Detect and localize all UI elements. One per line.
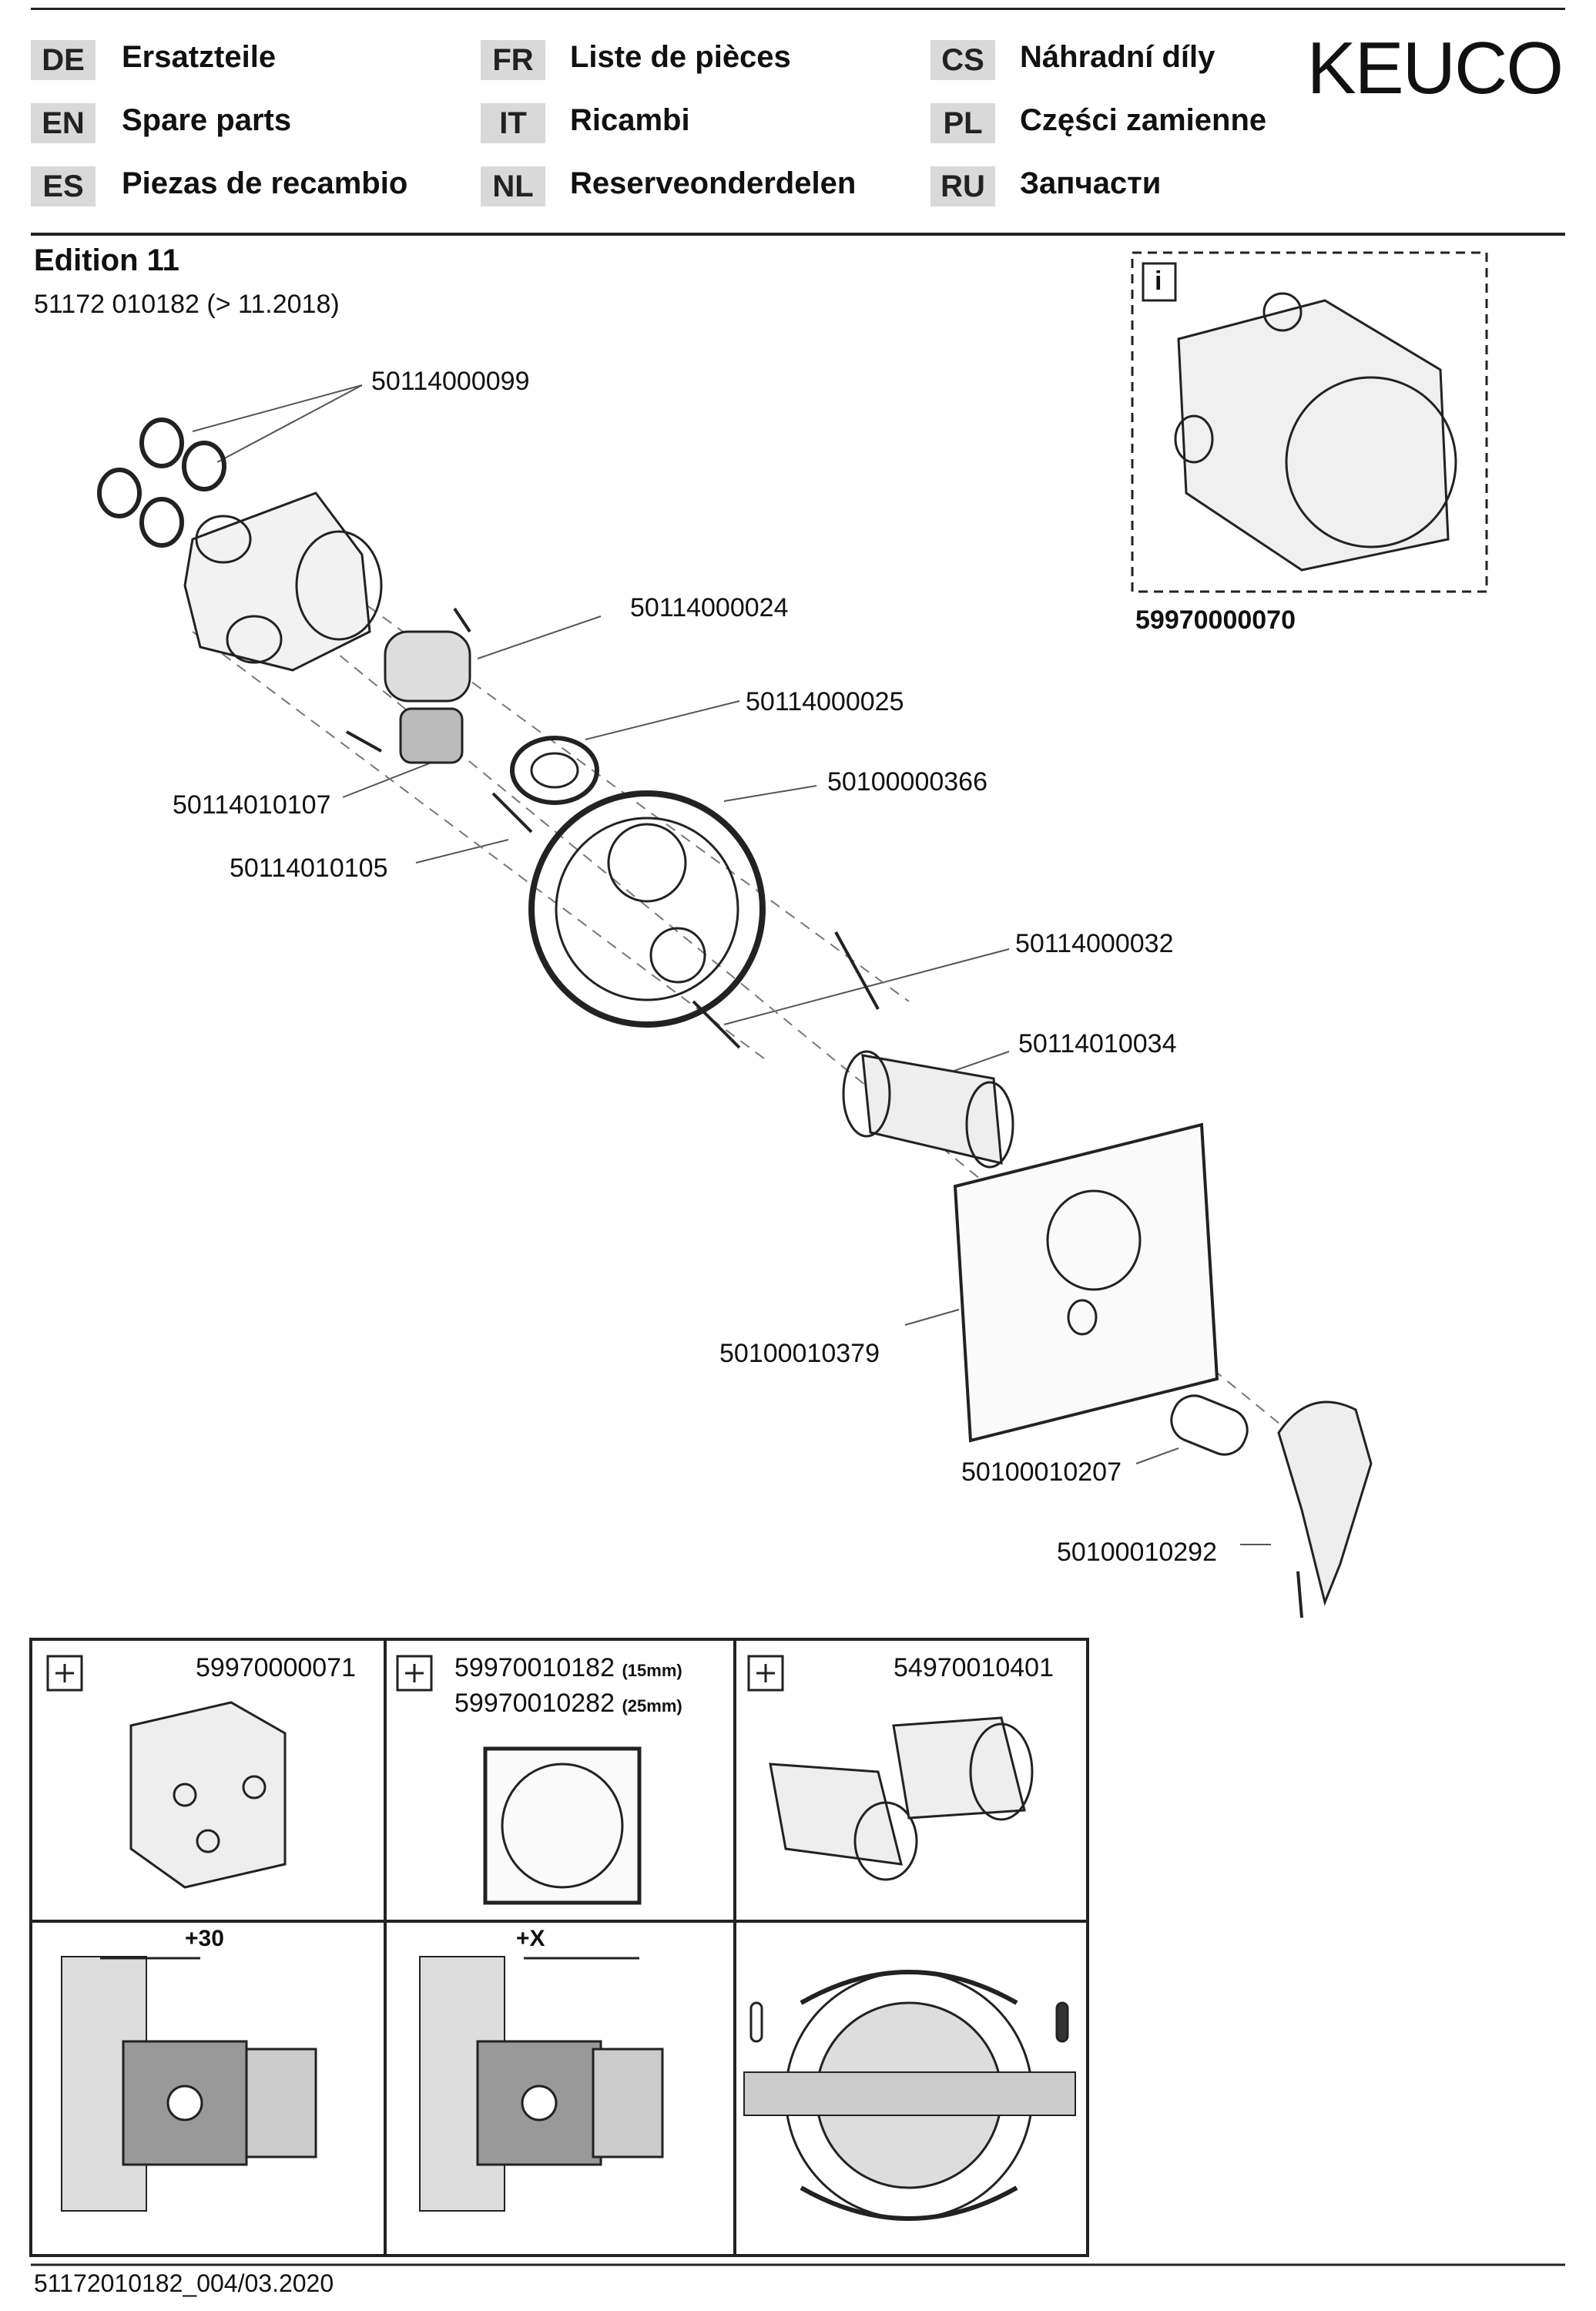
accessory-part-59970010282: 59970010282 (25mm): [454, 1689, 682, 1719]
part-50114000032: 50114000032: [1015, 929, 1174, 958]
part-50100010379: 50100010379: [719, 1339, 880, 1368]
part-50114000024: 50114000024: [630, 593, 789, 622]
lang-code-de: DE: [31, 40, 96, 80]
o-rings: [97, 418, 226, 548]
lang-label-ru: Запчасти: [1020, 166, 1162, 200]
part-50100010292: 50100010292: [1057, 1538, 1218, 1567]
part-59970000070: 59970000070: [1135, 605, 1296, 635]
lang-code-es: ES: [31, 166, 96, 206]
lang-label-es: Piezas de recambio: [122, 166, 408, 200]
lang-label-pl: Części zamienne: [1020, 103, 1267, 137]
part-50114010105: 50114010105: [230, 854, 388, 883]
install-dim-x: +X: [516, 1926, 545, 1951]
lang-code-it: IT: [481, 103, 545, 143]
product-subtitle: 51172 010182 (> 11.2018): [34, 290, 340, 319]
document-footer: 51172010182_004/03.2020: [34, 2269, 334, 2297]
lang-code-nl: NL: [481, 166, 545, 206]
lang-code-ru: RU: [930, 166, 995, 206]
lang-label-de: Ersatzteile: [122, 40, 277, 74]
accessory-part-54970010401: 54970010401: [894, 1653, 1054, 1682]
lang-label-fr: Liste de pièces: [570, 40, 791, 74]
install-dim-30: +30: [185, 1926, 224, 1951]
lang-label-cs: Náhradní díly: [1020, 40, 1215, 74]
lang-code-cs: CS: [930, 40, 995, 80]
info-icon: i: [1155, 267, 1162, 296]
accessory-note-a: (15mm): [622, 1661, 682, 1680]
lang-code-fr: FR: [481, 40, 545, 80]
part-50114010034: 50114010034: [1018, 1029, 1177, 1058]
accessory-note-b: (25mm): [622, 1696, 682, 1716]
brand-logo: KEUCO: [1306, 27, 1564, 109]
mounting-box-illustration: [1174, 292, 1457, 572]
lang-label-it: Ricambi: [570, 103, 690, 137]
lang-label-en: Spare parts: [122, 103, 292, 137]
accessory-part-59970010182: 59970010182 (15mm): [454, 1653, 682, 1683]
lang-code-pl: PL: [930, 103, 995, 143]
product-title: Edition 11: [34, 243, 179, 277]
accessory-part-59970000071: 59970000071: [196, 1653, 357, 1682]
part-50100000366: 50100000366: [827, 767, 988, 797]
accessory-part-b: 59970010282: [454, 1689, 615, 1718]
part-50114000099: 50114000099: [371, 367, 530, 396]
lang-code-en: EN: [31, 103, 96, 143]
lang-label-nl: Reserveonderdelen: [570, 166, 857, 200]
part-50114000025: 50114000025: [746, 687, 904, 716]
part-50100010207: 50100010207: [961, 1457, 1122, 1487]
accessory-part-a: 59970010182: [454, 1653, 615, 1682]
part-50114010107: 50114010107: [173, 790, 331, 820]
header-rule: [31, 233, 1565, 236]
top-rule: [31, 8, 1565, 10]
